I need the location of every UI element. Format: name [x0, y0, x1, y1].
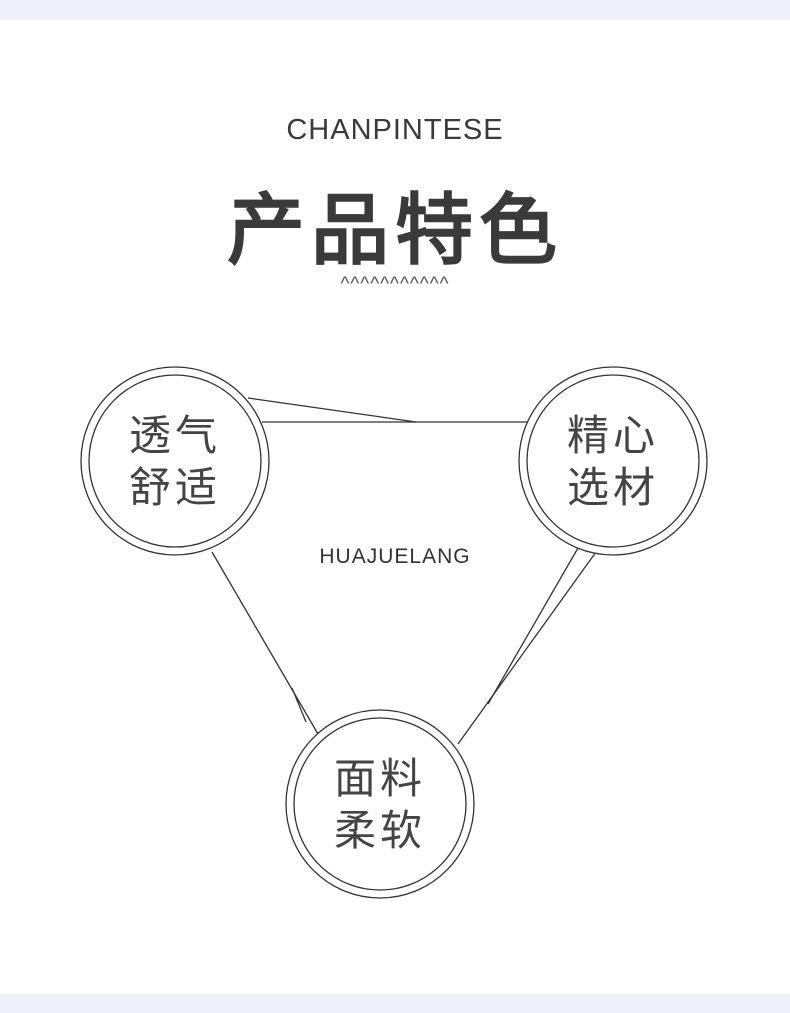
section-subtitle: CHANPINTESE	[286, 114, 504, 146]
connector-right	[457, 551, 597, 745]
node-material: 精心 选材	[543, 410, 683, 514]
node-fabric-line1: 面料	[333, 754, 426, 803]
connector-top	[247, 397, 417, 423]
connector-left	[211, 551, 319, 735]
node-breathable-line1: 透气	[128, 411, 221, 460]
connector-right-inner	[487, 547, 579, 705]
caret-decoration: ^^^^^^^^^^^	[340, 274, 450, 295]
node-material-line1: 精心	[566, 411, 659, 460]
node-material-line2: 选材	[566, 463, 659, 512]
node-fabric: 面料 柔软	[310, 753, 450, 857]
node-breathable: 透气 舒适	[105, 410, 245, 514]
connector-left-inner	[291, 687, 307, 723]
node-fabric-line2: 柔软	[333, 806, 426, 855]
node-breathable-circle	[80, 366, 270, 556]
brand-label: HUAJUELANG	[319, 545, 471, 568]
node-material-circle	[518, 366, 708, 556]
node-breathable-line2: 舒适	[128, 463, 221, 512]
node-fabric-circle	[285, 709, 475, 899]
section-title: 产品特色	[226, 186, 563, 276]
